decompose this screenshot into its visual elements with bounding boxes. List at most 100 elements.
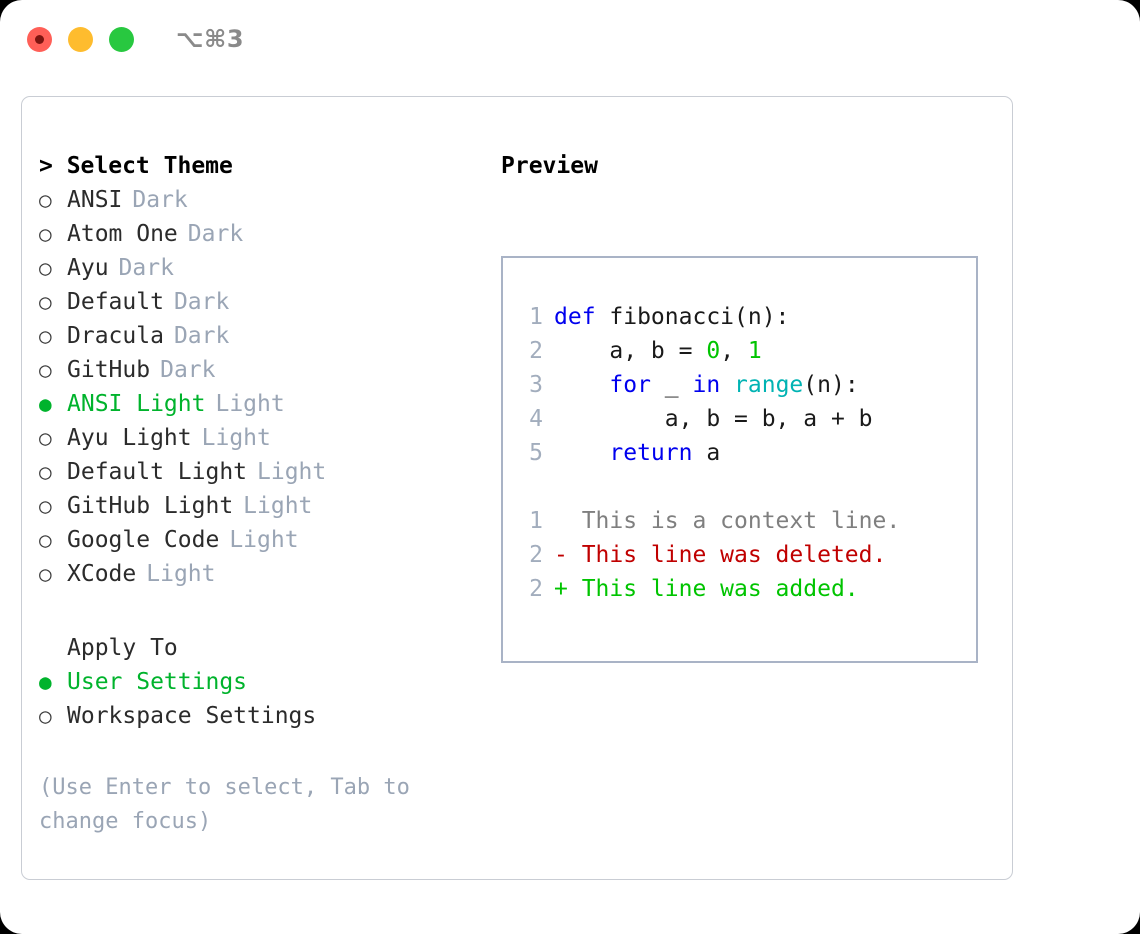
theme-option-dracula[interactable]: ○ Dracula Dark <box>39 319 489 353</box>
line-number: 2 <box>529 576 543 602</box>
code-token-kw: in <box>692 372 721 398</box>
code-diff-separator <box>517 470 900 504</box>
theme-variant-label: Light <box>257 459 327 485</box>
line-number: 4 <box>529 406 543 432</box>
apply-option-user-settings[interactable]: ● User Settings <box>39 665 489 699</box>
radio-unselected-icon: ○ <box>39 704 52 728</box>
code-token-txt: a, b = <box>554 338 707 364</box>
radio-unselected-icon: ○ <box>39 222 52 246</box>
code-token-fn: range <box>734 372 804 398</box>
code-token-txt <box>554 440 609 466</box>
code-token-kw: return <box>609 440 693 466</box>
code-token-txt: , <box>720 338 748 364</box>
theme-variant-label: Light <box>201 425 271 451</box>
radio-unselected-icon: ○ <box>39 426 52 450</box>
radio-unselected-icon: ○ <box>39 358 52 382</box>
diff-block: 1 This is a context line. 2 - This line wa… <box>517 504 900 606</box>
line-number: 2 <box>529 338 543 364</box>
code-text: a, b = b, a + b <box>554 402 873 436</box>
theme-option-ayu[interactable]: ○ Ayu Dark <box>39 251 489 285</box>
apply-option-label: Workspace Settings <box>67 703 317 729</box>
code-line: 3 for _ in range(n): <box>517 368 900 402</box>
theme-option-label: Ayu Light <box>67 425 192 451</box>
title-bar: ⌥⌘3 <box>0 0 1140 78</box>
keyboard-shortcut-label: ⌥⌘3 <box>176 25 245 53</box>
code-text: a, b = 0, 1 <box>554 334 762 368</box>
code-line: 5 return a <box>517 436 900 470</box>
code-token-num: 1 <box>747 338 762 364</box>
code-line: 4 a, b = b, a + b <box>517 402 900 436</box>
theme-option-atom-one[interactable]: ○ Atom One Dark <box>39 217 489 251</box>
code-line: 2 a, b = 0, 1 <box>517 334 900 368</box>
theme-option-label: ANSI Light <box>67 391 206 417</box>
radio-unselected-icon: ○ <box>39 528 52 552</box>
minimize-button[interactable] <box>68 26 93 52</box>
apply-to-label: Apply To <box>67 635 178 661</box>
code-text: for _ in range(n): <box>554 368 858 402</box>
theme-variant-label: Dark <box>118 255 174 281</box>
diff-line-del: 2 - This line was deleted. <box>517 538 900 572</box>
diff-text: - This line was deleted. <box>554 542 887 568</box>
radio-unselected-icon: ○ <box>39 256 52 280</box>
maximize-button[interactable] <box>109 26 134 52</box>
diff-line-add: 2+ This line was added. <box>517 572 900 606</box>
theme-variant-label: Dark <box>132 187 188 213</box>
diff-line-ctx: 1 This is a context line. <box>517 504 900 538</box>
theme-option-label: Atom One <box>67 221 178 247</box>
radio-unselected-icon: ○ <box>39 494 52 518</box>
select-theme-heading: > Select Theme <box>39 153 233 179</box>
theme-option-label: GitHub <box>67 357 151 383</box>
line-number: 1 <box>529 304 543 330</box>
radio-unselected-icon: ○ <box>39 188 52 212</box>
theme-option-ansi-light[interactable]: ● ANSI Light Light <box>39 387 489 421</box>
apply-option-workspace-settings[interactable]: ○ Workspace Settings <box>39 699 489 733</box>
theme-variant-label: Dark <box>173 323 230 349</box>
code-token-txt <box>554 372 609 398</box>
code-token-txt: a <box>692 440 721 466</box>
theme-option-ayu-light[interactable]: ○ Ayu Light Light <box>39 421 489 455</box>
radio-unselected-icon: ○ <box>39 324 52 348</box>
apply-option-label: User Settings <box>67 669 248 695</box>
code-text: def fibonacci(n): <box>554 300 789 334</box>
code-token-kw: for <box>609 372 651 398</box>
theme-variant-label: Dark <box>187 221 244 247</box>
radio-selected-icon: ● <box>39 670 52 694</box>
code-token-txt: fibonacci(n): <box>609 304 790 330</box>
preview-heading: Preview <box>501 153 598 179</box>
theme-option-label: Dracula <box>67 323 164 349</box>
theme-variant-label: Light <box>215 391 285 417</box>
radio-selected-icon: ● <box>39 392 52 416</box>
radio-unselected-icon: ○ <box>39 290 52 314</box>
apply-to-list[interactable]: ● User Settings ○ Workspace Settings <box>39 665 489 733</box>
code-token-num: 0 <box>706 338 721 364</box>
theme-option-label: Ayu <box>67 255 109 281</box>
radio-unselected-icon: ○ <box>39 562 52 586</box>
line-number: 1 <box>529 508 543 534</box>
theme-variant-label: Light <box>146 561 216 587</box>
theme-option-label: Google Code <box>67 527 220 553</box>
code-token-kw: def <box>554 304 610 330</box>
close-button[interactable] <box>27 26 52 52</box>
theme-option-label: Default <box>67 289 164 315</box>
code-token-txt: a, b = b, a + b <box>554 406 873 432</box>
diff-text: This is a context line. <box>554 508 901 534</box>
line-number: 2 <box>529 542 543 568</box>
theme-option-label: XCode <box>67 561 137 587</box>
theme-option-xcode[interactable]: ○ XCode Light <box>39 557 489 591</box>
code-token-txt: _ <box>650 372 693 398</box>
code-token-txt <box>720 372 734 398</box>
keyboard-hint-text: (Use Enter to select, Tab to change focu… <box>39 775 424 834</box>
